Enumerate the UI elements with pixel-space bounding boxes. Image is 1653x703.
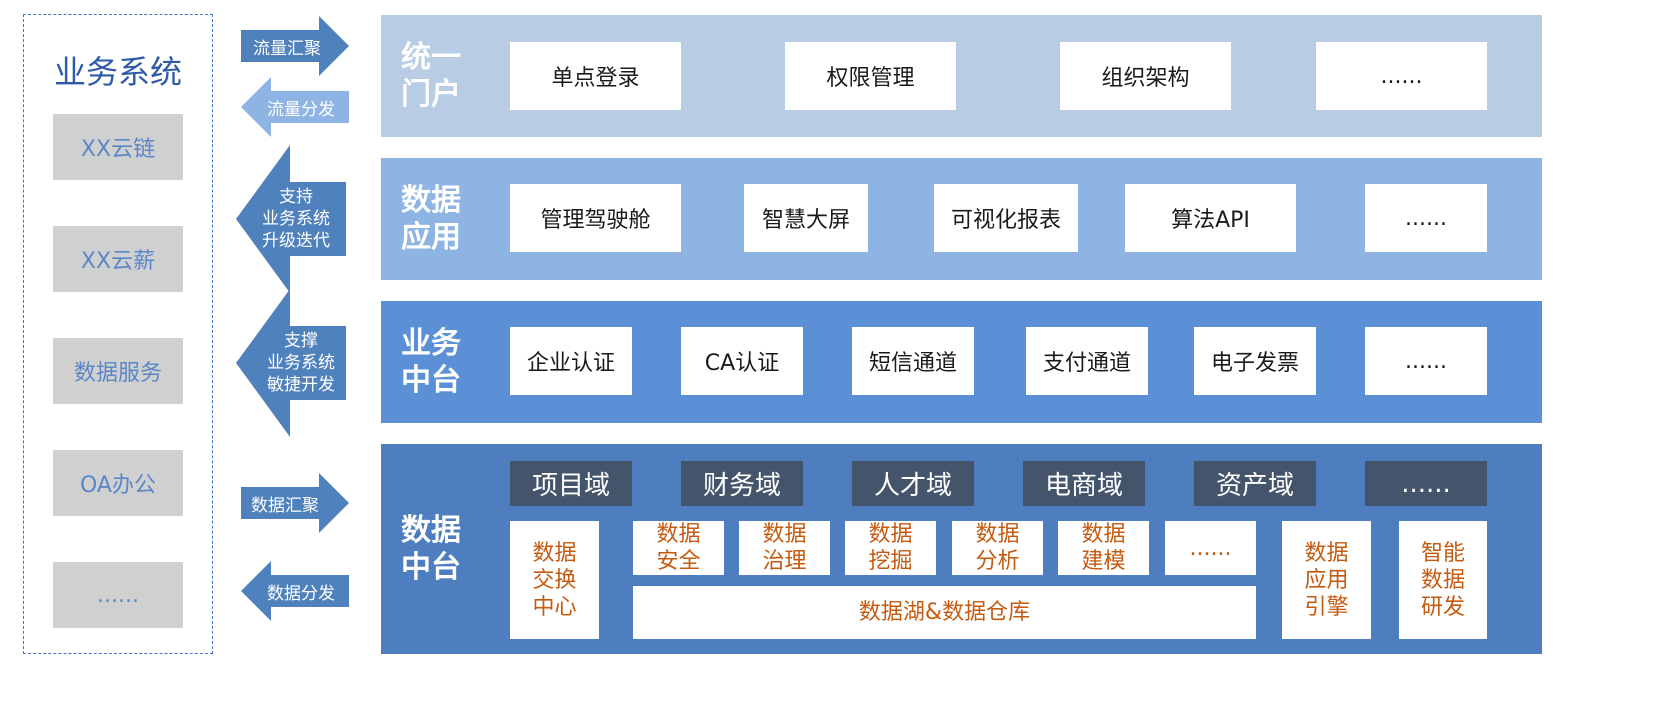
business-item-sms-channel: 短信通道 — [852, 327, 974, 395]
domain-finance: 财务域 — [681, 461, 803, 506]
smart-line: 智能 — [1420, 540, 1465, 566]
layer-title-line: 门户 — [401, 77, 461, 112]
layer-title-line: 应用 — [401, 220, 461, 255]
capability-governance: 数据 治理 — [739, 521, 830, 575]
capability-modeling: 数据 建模 — [1058, 521, 1149, 575]
data-collect-label: 数据汇聚 — [251, 495, 319, 516]
layer-data-center: 数据 中台 项目域 财务域 人才域 电商域 资产域 ...... 数据 交换 中… — [381, 444, 1542, 654]
business-item-payment-channel: 支付通道 — [1026, 327, 1148, 395]
exchange-line: 数据 — [532, 540, 577, 566]
left-arrow-icon — [241, 561, 349, 621]
capability-line: 数据 — [1081, 522, 1126, 547]
data-app-item-smart-screen: 智慧大屏 — [744, 184, 868, 252]
portal-item-more: ...... — [1316, 42, 1487, 110]
business-system-item: XX云链 — [53, 114, 183, 180]
engine-line: 引擎 — [1304, 594, 1349, 620]
exchange-line: 交换 — [532, 567, 577, 593]
layer-title-line: 业务 — [401, 326, 461, 361]
business-item-enterprise-auth: 企业认证 — [510, 327, 632, 395]
business-systems-title: 业务系统 — [53, 53, 182, 91]
smart-line: 数据 — [1420, 567, 1465, 593]
engine-line: 数据 — [1304, 540, 1349, 566]
data-app-item-visual-report: 可视化报表 — [934, 184, 1078, 252]
layer-title-line: 中台 — [401, 550, 461, 585]
support-iteration-arrow: 支持 业务系统 升级迭代 — [236, 145, 346, 293]
data-application-engine: 数据 应用 引擎 — [1282, 521, 1371, 639]
layer-data-application: 数据 应用 管理驾驶舱 智慧大屏 可视化报表 算法API ...... — [381, 158, 1542, 280]
capability-line: 建模 — [1081, 549, 1126, 574]
layer-title: 数据 应用 — [381, 158, 481, 280]
business-systems-panel: 业务系统 XX云链 XX云薪 数据服务 OA办公 ...... — [23, 14, 213, 654]
support-iteration-line: 支持 — [279, 187, 313, 207]
layer-unified-portal: 统一 门户 单点登录 权限管理 组织架构 ...... — [381, 15, 1542, 137]
left-arrow-icon — [241, 77, 349, 137]
left-arrow-icon — [236, 289, 346, 437]
capability-line: 分析 — [975, 549, 1020, 574]
data-exchange-center: 数据 交换 中心 — [510, 521, 599, 639]
domain-more: ...... — [1365, 461, 1487, 506]
business-system-item: OA办公 — [53, 450, 183, 516]
support-agile-label: 支撑 业务系统 敏捷开发 — [236, 289, 346, 437]
layer-title-line: 统一 — [401, 40, 461, 75]
support-iteration-line: 业务系统 — [262, 209, 330, 229]
layer-title: 业务 中台 — [381, 301, 481, 423]
capability-line: 数据 — [656, 522, 701, 547]
right-arrow-icon — [241, 16, 349, 76]
domain-project: 项目域 — [510, 461, 632, 506]
support-agile-arrow: 支撑 业务系统 敏捷开发 — [236, 289, 346, 437]
support-agile-line: 支撑 — [284, 331, 318, 351]
capability-more: ...... — [1165, 521, 1256, 575]
data-app-item-cockpit: 管理驾驶舱 — [510, 184, 681, 252]
flow-distribute-arrow: 流量分发 — [241, 77, 349, 137]
data-app-item-algorithm-api: 算法API — [1125, 184, 1296, 252]
support-iteration-label: 支持 业务系统 升级迭代 — [236, 145, 346, 293]
data-lake-warehouse: 数据湖&数据仓库 — [633, 586, 1256, 639]
flow-distribute-label: 流量分发 — [267, 99, 335, 120]
engine-line: 应用 — [1304, 567, 1349, 593]
capability-security: 数据 安全 — [633, 521, 724, 575]
portal-item-organization: 组织架构 — [1060, 42, 1231, 110]
smart-data-rnd: 智能 数据 研发 — [1399, 521, 1487, 639]
business-item-e-invoice: 电子发票 — [1194, 327, 1316, 395]
capability-mining: 数据 挖掘 — [845, 521, 936, 575]
business-item-more: ...... — [1365, 327, 1487, 395]
support-iteration-line: 升级迭代 — [262, 231, 330, 251]
capability-line: 安全 — [656, 549, 701, 574]
right-arrow-icon — [241, 473, 349, 533]
data-collect-arrow: 数据汇聚 — [241, 473, 349, 533]
portal-item-permission: 权限管理 — [785, 42, 956, 110]
support-agile-line: 业务系统 — [267, 353, 335, 373]
business-system-item: 数据服务 — [53, 338, 183, 404]
capability-analysis: 数据 分析 — [952, 521, 1043, 575]
layer-title: 统一 门户 — [381, 15, 481, 137]
capability-line: 数据 — [868, 522, 913, 547]
portal-item-sso: 单点登录 — [510, 42, 681, 110]
capability-line: 数据 — [975, 522, 1020, 547]
capability-line: 挖掘 — [868, 549, 913, 574]
exchange-line: 中心 — [532, 594, 577, 620]
business-item-ca-auth: CA认证 — [681, 327, 803, 395]
business-system-item: XX云薪 — [53, 226, 183, 292]
business-system-item: ...... — [53, 562, 183, 628]
layer-title-line: 中台 — [401, 363, 461, 398]
layer-business-center: 业务 中台 企业认证 CA认证 短信通道 支付通道 电子发票 ...... — [381, 301, 1542, 423]
flow-collect-label: 流量汇聚 — [253, 38, 321, 59]
smart-line: 研发 — [1420, 594, 1465, 620]
domain-ecommerce: 电商域 — [1023, 461, 1145, 506]
support-agile-line: 敏捷开发 — [267, 375, 335, 395]
data-distribute-label: 数据分发 — [267, 583, 335, 604]
data-app-item-more: ...... — [1365, 184, 1487, 252]
capability-line: 数据 — [762, 522, 807, 547]
layer-title-line: 数据 — [401, 513, 461, 548]
layer-title-line: 数据 — [401, 183, 461, 218]
layer-title: 数据 中台 — [381, 444, 481, 654]
domain-asset: 资产域 — [1194, 461, 1316, 506]
domain-talent: 人才域 — [852, 461, 974, 506]
left-arrow-icon — [236, 145, 346, 293]
flow-collect-arrow: 流量汇聚 — [241, 16, 349, 76]
data-distribute-arrow: 数据分发 — [241, 561, 349, 621]
capability-line: 治理 — [762, 549, 807, 574]
